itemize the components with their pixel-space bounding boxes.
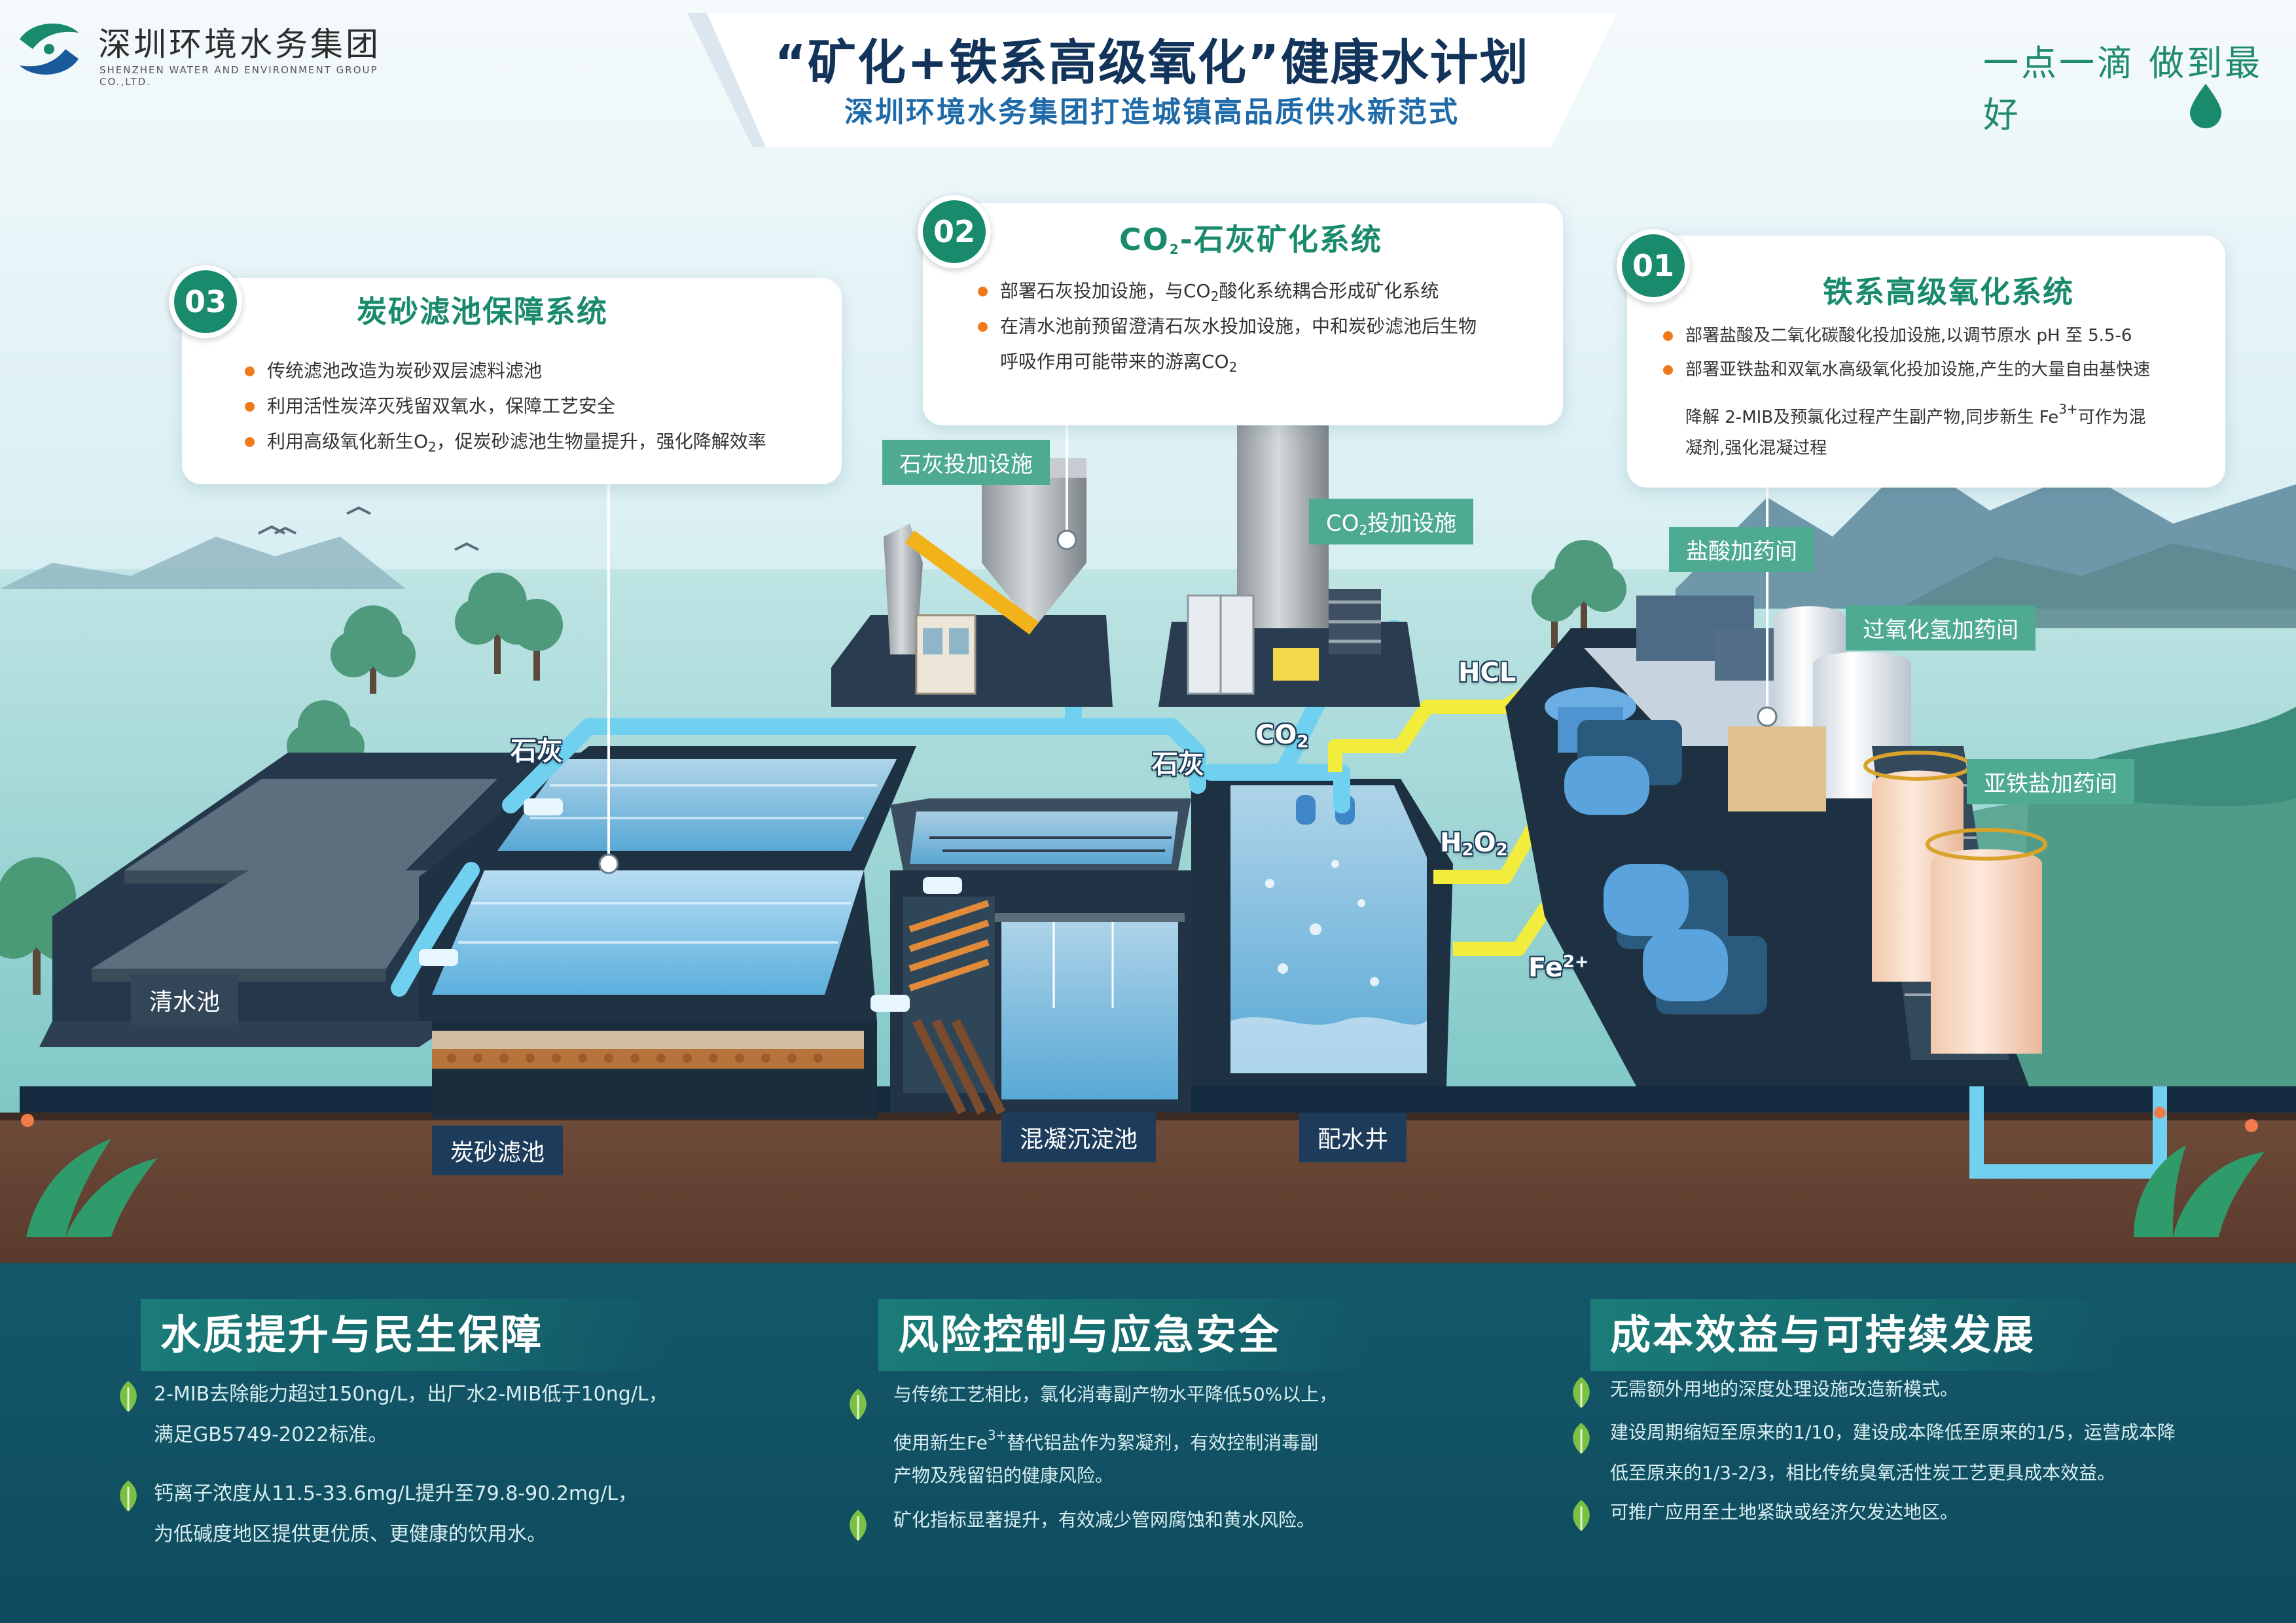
info-box-iron-oxidation bbox=[1627, 236, 2225, 488]
brand-name-en: SHENZHEN WATER AND ENVIRONMENT GROUP CO.… bbox=[99, 64, 378, 88]
tank-label-distribution-well: 配水井 bbox=[1299, 1113, 1407, 1162]
tag-co2-facility: CO2投加设施 bbox=[1309, 499, 1474, 544]
section-3-point-1: 无需额外用地的深度处理设施改造新模式。 bbox=[1610, 1378, 1959, 1400]
page-subtitle: 深圳环境水务集团打造城镇高品质供水新范式 bbox=[844, 96, 1460, 129]
box-number-03: 03 bbox=[169, 265, 242, 338]
leaf-icon bbox=[120, 1381, 137, 1412]
slogan: 一点一滴 做到最好 bbox=[1983, 43, 2263, 135]
pipe-label-lime-left: 石灰 bbox=[511, 736, 563, 766]
section-3-point-3: 可推广应用至土地紧缺或经济欠发达地区。 bbox=[1610, 1501, 1959, 1523]
section-2-point-1-line-1: 与传统工艺相比，氯化消毒副产物水平降低50%以上， bbox=[893, 1383, 1338, 1405]
leaf-icon bbox=[120, 1480, 137, 1512]
box-02-bullet-2: 在清水池前预留澄清石灰水投加设施，中和炭砂滤池后生物 bbox=[977, 309, 1477, 344]
box-01-title: 铁系高级氧化系统 bbox=[1823, 274, 2074, 310]
section-2-point-2: 矿化指标显著提升，有效减少管网腐蚀和黄水风险。 bbox=[893, 1509, 1316, 1531]
title-tab bbox=[687, 13, 1617, 147]
box-01-bullet-2-cont-2: 凝剂,强化混凝过程 bbox=[1685, 438, 1827, 458]
box-03-title: 炭砂滤池保障系统 bbox=[357, 294, 608, 329]
leaf-icon bbox=[1573, 1500, 1590, 1531]
section-title-water-quality: 水质提升与民生保障 bbox=[141, 1299, 671, 1371]
info-box-carbon-sand-filter bbox=[182, 278, 842, 484]
section-1-point-2-line-2: 为低碱度地区提供更优质、更健康的饮用水。 bbox=[154, 1523, 547, 1546]
pipe-label-hcl: HCL bbox=[1458, 658, 1516, 688]
section-1-point-2-line-1: 钙离子浓度从11.5-33.6mg/L提升至79.8-90.2mg/L， bbox=[154, 1482, 638, 1505]
brand-name-cn: 深圳环境水务集团 bbox=[98, 26, 381, 63]
tag-hcl-room: 盐酸加药间 bbox=[1669, 527, 1814, 572]
box-number-02: 02 bbox=[918, 195, 991, 268]
water-drop-icon bbox=[2190, 84, 2221, 128]
brand-logo: 深圳环境水务集团 SHENZHEN WATER AND ENVIRONMENT … bbox=[13, 13, 419, 88]
pipe-label-lime-center: 石灰 bbox=[1152, 749, 1204, 779]
box-02-bullet-1: 部署石灰投加设施，与CO2酸化系统耦合形成矿化系统 bbox=[977, 274, 1439, 314]
section-title-cost-benefit: 成本效益与可持续发展 bbox=[1590, 1299, 2121, 1371]
box-02-bullet-2-cont: 呼吸作用可能带来的游离CO2 bbox=[1000, 351, 1238, 375]
box-03-bullet-1: 传统滤池改造为炭砂双层滤料滤池 bbox=[244, 353, 542, 389]
tag-h2o2-room: 过氧化氢加药间 bbox=[1846, 605, 2036, 651]
box-02-title: CO2-石灰矿化系统 bbox=[1119, 222, 1382, 257]
box-number-01: 01 bbox=[1617, 229, 1690, 302]
section-1-point-1-line-1: 2-MIB去除能力超过150ng/L，出厂水2-MIB低于10ng/L， bbox=[154, 1383, 668, 1406]
section-1-point-1-line-2: 满足GB5749-2022标准。 bbox=[154, 1423, 388, 1446]
leaf-icon bbox=[850, 1389, 867, 1420]
tank-label-coagulation: 混凝沉淀池 bbox=[1001, 1113, 1157, 1162]
pipe-label-h2o2: H2O2 bbox=[1440, 828, 1508, 860]
brand-logo-icon bbox=[20, 24, 79, 75]
leaf-icon bbox=[1573, 1423, 1590, 1454]
box-03-bullet-2: 利用活性炭淬灭残留双氧水，保障工艺安全 bbox=[244, 389, 615, 424]
info-box-co2-lime bbox=[923, 203, 1563, 425]
pipe-label-co2: CO2 bbox=[1255, 720, 1309, 752]
section-2-point-1-line-2: 使用新生Fe3+替代铝盐作为絮凝剂，有效控制消毒副 bbox=[893, 1427, 1319, 1454]
section-3-point-2-line-1: 建设周期缩短至原来的1/10，建设成本降低至原来的1/5，运营成本降 bbox=[1610, 1421, 2176, 1443]
box-01-bullet-1: 部署盐酸及二氧化碳酸化投加设施,以调节原水 pH 至 5.5-6 bbox=[1662, 318, 2132, 353]
section-2-point-1-line-3: 产物及残留铝的健康风险。 bbox=[893, 1465, 1114, 1486]
section-3-point-2-line-2: 低至原来的1/3-2/3，相比传统臭氧活性炭工艺更具成本效益。 bbox=[1610, 1462, 2116, 1484]
tag-ferrous-room: 亚铁盐加药间 bbox=[1967, 759, 2134, 804]
page-title: “矿化+铁系高级氧化”健康水计划 bbox=[774, 35, 1530, 91]
pipe-label-fe: Fe2+ bbox=[1528, 952, 1589, 983]
leaf-icon bbox=[850, 1510, 867, 1541]
box-01-bullet-2: 部署亚铁盐和双氧水高级氧化投加设施,产生的大量自由基快速 bbox=[1662, 352, 2150, 387]
tank-label-clear-water: 清水池 bbox=[131, 975, 239, 1025]
section-title-risk-control: 风险控制与应急安全 bbox=[878, 1299, 1369, 1371]
leaf-icon bbox=[1573, 1377, 1590, 1408]
benefits-panel: 水质提升与民生保障 2-MIB去除能力超过150ng/L，出厂水2-MIB低于1… bbox=[0, 1263, 2296, 1623]
box-03-bullet-3: 利用高级氧化新生O2，促炭砂滤池生物量提升，强化降解效率 bbox=[245, 424, 766, 465]
tank-label-carbon-sand-filter: 炭砂滤池 bbox=[432, 1126, 564, 1175]
tag-lime-facility: 石灰投加设施 bbox=[882, 440, 1050, 485]
box-01-bullet-2-cont: 降解 2-MIB及预氯化过程产生副产物,同步新生 Fe3+可作为混 bbox=[1685, 401, 2146, 427]
